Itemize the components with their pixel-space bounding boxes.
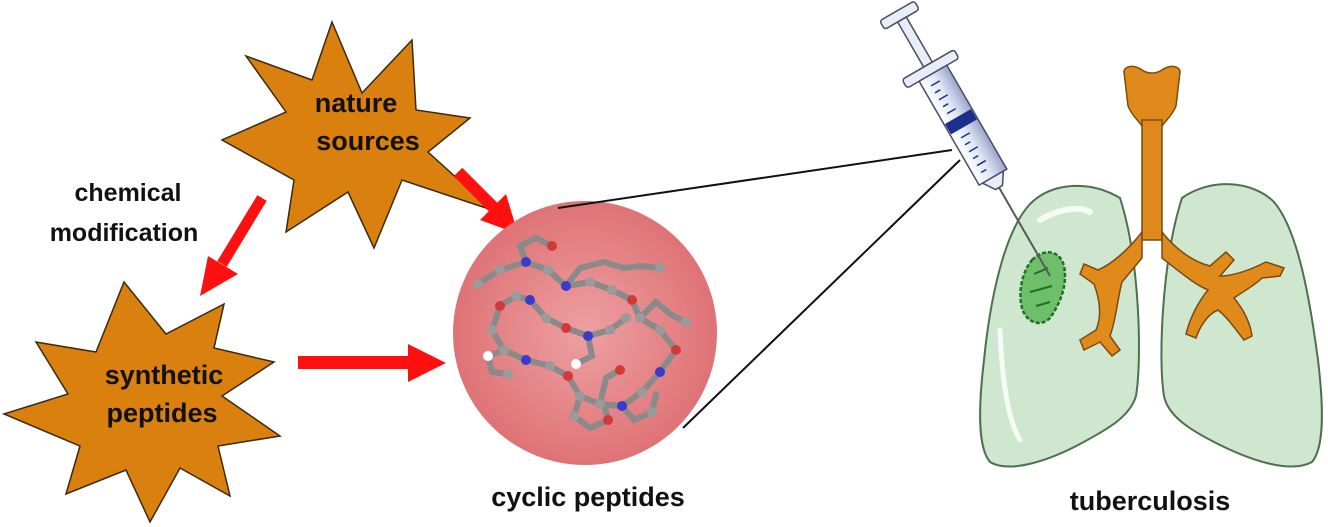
arrow-nature-to-synthetic bbox=[200, 195, 267, 296]
chemical-modification-label: chemical modification bbox=[50, 179, 199, 247]
synthetic-peptides-star: synthetic peptides bbox=[1, 280, 282, 524]
synthetic-peptides-star-shape bbox=[1, 280, 282, 524]
syringe-icon bbox=[880, 1, 1051, 277]
cyclic-peptide-circle: cyclic peptides bbox=[453, 201, 717, 512]
nature-sources-label-line1: nature bbox=[315, 88, 398, 118]
synthetic-peptides-label-line1: synthetic bbox=[105, 360, 224, 390]
lungs-illustration: tuberculosis bbox=[979, 65, 1323, 516]
tuberculosis-label: tuberculosis bbox=[1070, 486, 1231, 516]
cyclic-peptide-atoms bbox=[473, 241, 691, 425]
arrow-synthetic-to-cyclic bbox=[298, 344, 446, 382]
nature-sources-star-shape bbox=[220, 19, 493, 250]
left-lung bbox=[979, 184, 1140, 468]
trachea bbox=[1079, 65, 1286, 358]
synthetic-peptides-label-line2: peptides bbox=[106, 398, 217, 428]
chemical-modification-line2: modification bbox=[50, 219, 199, 247]
chemical-modification-line1: chemical bbox=[74, 179, 181, 207]
connector-lines bbox=[557, 149, 961, 429]
arrow-nature-to-cyclic bbox=[453, 167, 518, 234]
nature-sources-label-line2: sources bbox=[316, 126, 420, 156]
cyclic-peptides-label: cyclic peptides bbox=[491, 482, 685, 512]
nature-sources-star: nature sources bbox=[220, 19, 493, 250]
